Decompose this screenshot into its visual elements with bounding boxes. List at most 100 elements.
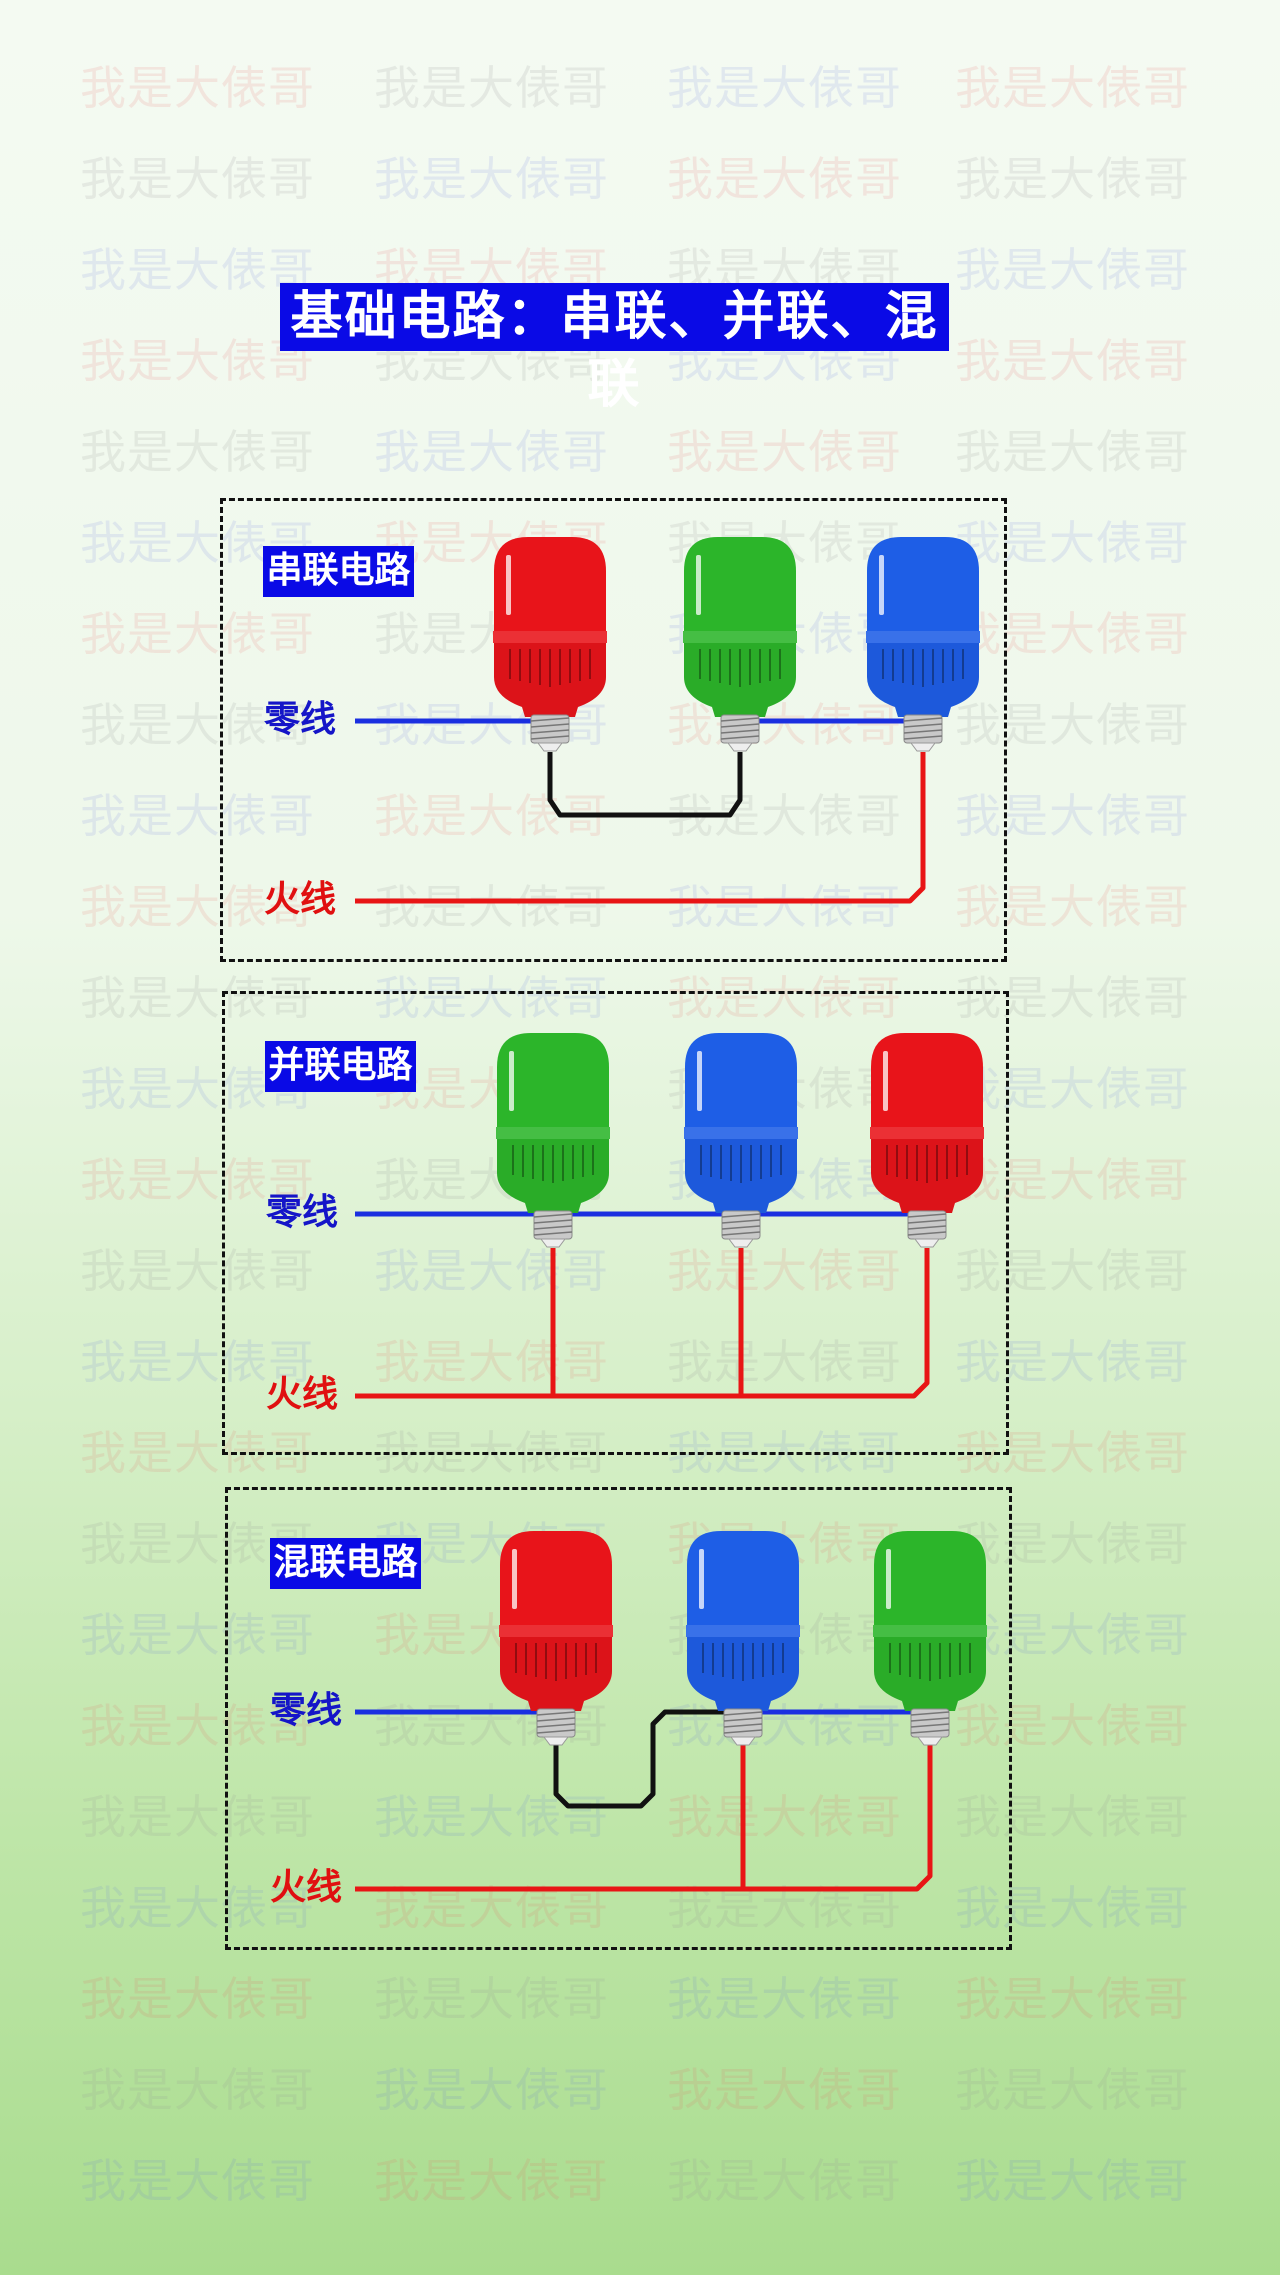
watermark-text: 我是大俵哥 xyxy=(667,61,902,115)
watermark-text: 我是大俵哥 xyxy=(955,1972,1190,2026)
section-label-series: 串联电路 xyxy=(263,546,414,597)
live-wire xyxy=(355,1745,933,1892)
bulb-highlight xyxy=(699,1549,704,1609)
watermark-text: 我是大俵哥 xyxy=(667,1244,902,1298)
bulb-glass xyxy=(684,537,796,637)
watermark-text: 我是大俵哥 xyxy=(955,1699,1190,1753)
bulb-thread xyxy=(533,1219,573,1224)
light-bulb-icon-blue xyxy=(684,1033,798,1248)
watermark-text: 我是大俵哥 xyxy=(955,1517,1190,1571)
bulb-thread xyxy=(536,1729,576,1734)
watermark-text: 我是大俵哥 xyxy=(374,1972,609,2026)
bulb-tip xyxy=(537,742,563,752)
watermark-text: 我是大俵哥 xyxy=(955,1153,1190,1207)
light-bulb-icon-red xyxy=(870,1033,984,1248)
bulb-thread xyxy=(723,1729,763,1734)
bulb-thread xyxy=(907,1231,947,1236)
live-wire xyxy=(355,752,926,904)
watermark-text: 我是大俵哥 xyxy=(955,334,1190,388)
watermark-text: 我是大俵哥 xyxy=(955,425,1190,479)
bulb-thread xyxy=(721,1231,761,1236)
bulb-thread xyxy=(536,1711,576,1716)
bulb-collar xyxy=(493,631,607,643)
bulb-glass xyxy=(687,1531,799,1631)
watermark-text: 我是大俵哥 xyxy=(667,1699,902,1753)
bulb-thread xyxy=(530,735,570,740)
mixed-circuit-box xyxy=(225,1487,1012,1950)
bulb-tip xyxy=(543,1736,569,1746)
bulb-glass xyxy=(874,1531,986,1631)
bulb-tip xyxy=(728,1238,754,1248)
watermark-text: 我是大俵哥 xyxy=(80,880,315,934)
bulb-thread xyxy=(907,1213,947,1218)
bulb-thread xyxy=(533,1213,573,1218)
watermark-text: 我是大俵哥 xyxy=(80,607,315,661)
watermark-text: 我是大俵哥 xyxy=(955,789,1190,843)
bulb-glass xyxy=(494,537,606,637)
watermark-text: 我是大俵哥 xyxy=(955,1062,1190,1116)
watermark-text: 我是大俵哥 xyxy=(80,1972,315,2026)
bulb-highlight xyxy=(509,1051,514,1111)
bulb-thread xyxy=(536,1723,576,1728)
bulb-thread xyxy=(907,1219,947,1224)
bulb-thread xyxy=(720,723,760,728)
watermark-text: 我是大俵哥 xyxy=(80,1153,315,1207)
watermark-text: 我是大俵哥 xyxy=(667,425,902,479)
bulb-highlight xyxy=(512,1549,517,1609)
live-label: 火线 xyxy=(270,1867,343,1908)
watermark-text: 我是大俵哥 xyxy=(667,971,902,1025)
bulb-thread xyxy=(723,1723,763,1728)
bulb-highlight xyxy=(506,555,511,615)
watermark-text: 我是大俵哥 xyxy=(374,1790,609,1844)
bulb-highlight xyxy=(886,1549,891,1609)
watermark-text: 我是大俵哥 xyxy=(80,1244,315,1298)
watermark-text: 我是大俵哥 xyxy=(80,1881,315,1935)
bulb-thread xyxy=(910,1723,950,1728)
watermark-text: 我是大俵哥 xyxy=(955,1790,1190,1844)
bulb-highlight xyxy=(697,1051,702,1111)
watermark-text: 我是大俵哥 xyxy=(955,1244,1190,1298)
watermark-text: 我是大俵哥 xyxy=(667,2154,902,2208)
watermark-text: 我是大俵哥 xyxy=(80,971,315,1025)
watermark-text: 我是大俵哥 xyxy=(80,243,315,297)
watermark-text: 我是大俵哥 xyxy=(374,1335,609,1389)
watermark-text: 我是大俵哥 xyxy=(374,61,609,115)
section-label-mixed: 混联电路 xyxy=(270,1538,421,1589)
watermark-text: 我是大俵哥 xyxy=(955,880,1190,934)
neutral-label: 零线 xyxy=(266,1192,339,1233)
watermark-text: 我是大俵哥 xyxy=(374,425,609,479)
watermark-text: 我是大俵哥 xyxy=(955,2063,1190,2117)
watermark-text: 我是大俵哥 xyxy=(955,61,1190,115)
bulb-tip xyxy=(914,1238,940,1248)
watermark-text: 我是大俵哥 xyxy=(667,698,902,752)
parallel-circuit-box xyxy=(222,991,1009,1455)
bulb-thread xyxy=(903,717,943,722)
watermark-text: 我是大俵哥 xyxy=(374,1244,609,1298)
watermark-text: 我是大俵哥 xyxy=(955,2154,1190,2208)
watermark-text: 我是大俵哥 xyxy=(80,1335,315,1389)
watermark-text: 我是大俵哥 xyxy=(955,516,1190,570)
watermark-text: 我是大俵哥 xyxy=(667,152,902,206)
watermark-text: 我是大俵哥 xyxy=(955,1608,1190,1662)
bulb-thread xyxy=(721,1213,761,1218)
bulb-thread xyxy=(720,729,760,734)
bulb-thread xyxy=(533,1231,573,1236)
bulb-thread xyxy=(721,1219,761,1224)
neutral-label: 零线 xyxy=(270,1690,343,1731)
bulb-collar xyxy=(684,1127,798,1139)
bulb-highlight xyxy=(696,555,701,615)
bulb-tip xyxy=(727,742,753,752)
bulb-thread xyxy=(910,1729,950,1734)
watermark-text: 我是大俵哥 xyxy=(955,971,1190,1025)
watermark-text: 我是大俵哥 xyxy=(80,1608,315,1662)
page-title: 基础电路：串联、并联、混联 xyxy=(280,283,949,415)
bulb-thread xyxy=(530,717,570,722)
bulb-thread xyxy=(536,1717,576,1722)
bulb-thread xyxy=(720,717,760,722)
jumper-wire xyxy=(553,1709,743,1809)
bulb-thread xyxy=(903,729,943,734)
bulb-thread xyxy=(530,729,570,734)
watermark-text: 我是大俵哥 xyxy=(374,880,609,934)
light-bulb-icon-blue xyxy=(686,1531,800,1746)
watermark-text: 我是大俵哥 xyxy=(80,425,315,479)
